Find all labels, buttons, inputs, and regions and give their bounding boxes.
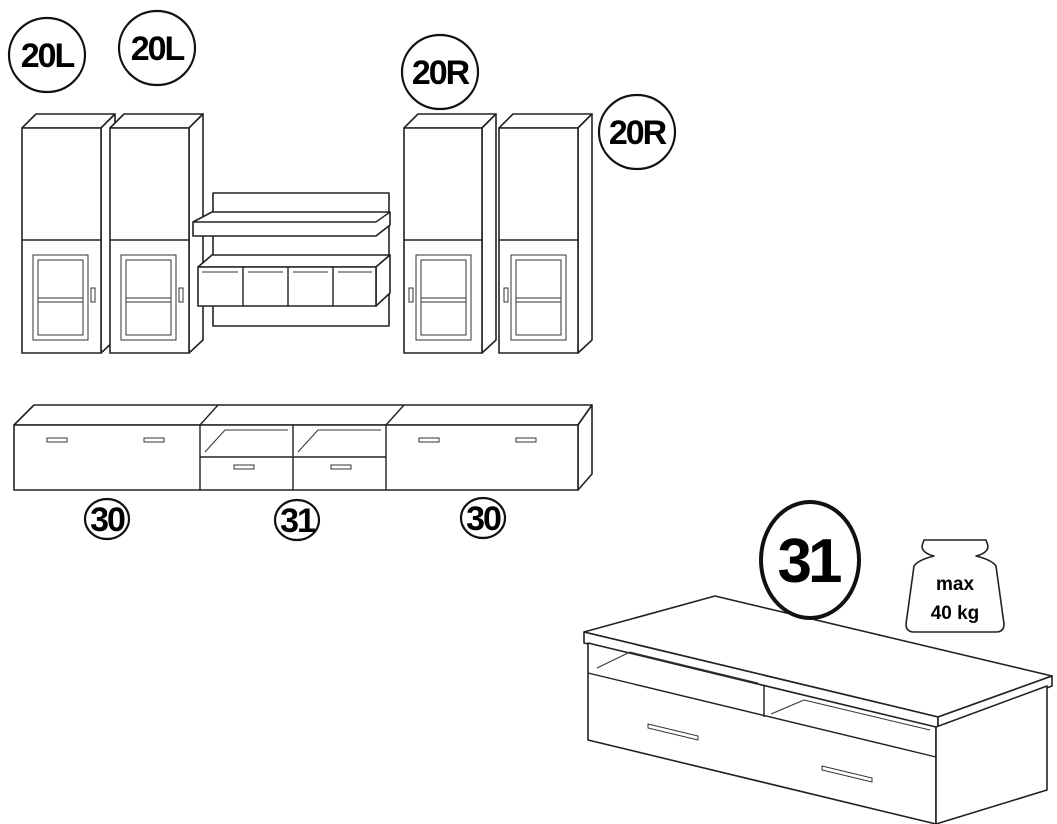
label-20l-2: 20L [117,9,197,87]
label-30-right: 30 [459,496,507,540]
label-30-left-text: 30 [90,501,125,539]
label-20r-2: 20R [597,93,677,171]
tall-cabinet-20r-2 [498,113,593,354]
weight-limit-icon: max 40 kg [905,539,1005,633]
label-20r-2-text: 20R [609,114,667,152]
tall-cabinet-20l-2 [109,113,204,354]
label-30-left: 30 [83,497,131,541]
weight-line-2: 40 kg [931,603,980,624]
tall-cabinet-20l-1 [21,113,116,354]
label-20r-1: 20R [400,33,480,111]
label-20l-1-text: 20L [21,37,75,75]
label-30-right-text: 30 [466,500,501,538]
weight-line-1: max [936,574,974,595]
label-20l-2-text: 20L [131,30,185,68]
label-20l-1: 20L [7,16,87,94]
wall-shelf-unit [192,192,391,327]
label-31-detail: 31 [759,500,861,620]
label-31-center: 31 [273,498,321,542]
tv-unit-detail [583,595,1053,824]
lowboard-assembly [13,404,593,491]
tall-cabinet-20r-1 [403,113,497,354]
label-20r-1-text: 20R [412,54,470,92]
label-31-center-text: 31 [280,502,315,540]
label-31-detail-text: 31 [778,527,841,596]
